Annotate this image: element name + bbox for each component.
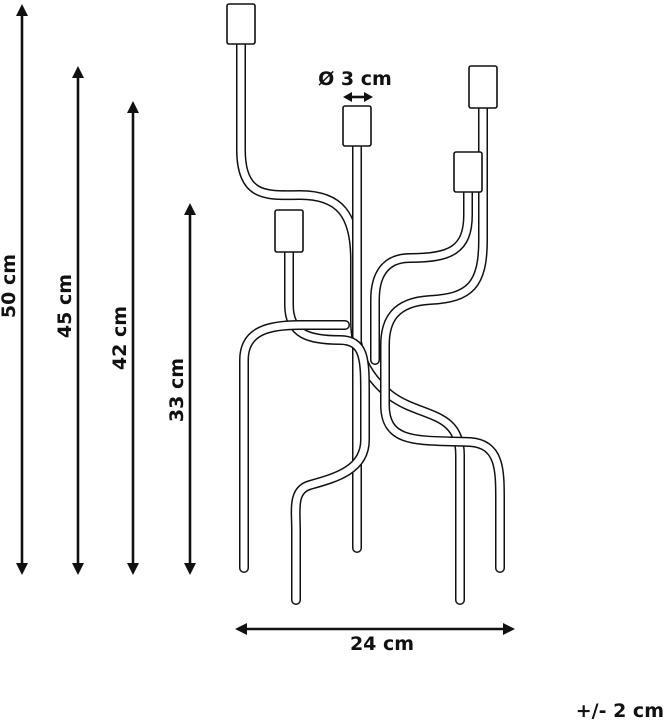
label-width: 24 cm bbox=[350, 633, 414, 655]
dimension-45cm: 45 cm bbox=[54, 66, 84, 575]
label-height-42: 42 cm bbox=[109, 306, 131, 370]
dimension-diameter: Ø 3 cm bbox=[318, 68, 392, 102]
label-height-33: 33 cm bbox=[166, 358, 188, 422]
dimension-33cm: 33 cm bbox=[166, 203, 196, 575]
label-diameter: Ø 3 cm bbox=[318, 68, 392, 90]
dimension-42cm: 42 cm bbox=[109, 101, 139, 575]
candle-cup-right-tall bbox=[468, 65, 498, 109]
label-height-50: 50 cm bbox=[0, 254, 20, 318]
dimension-width: 24 cm bbox=[235, 623, 515, 655]
candle-cup-shortest bbox=[274, 209, 304, 253]
candle-cup-center bbox=[342, 105, 372, 147]
label-tolerance: +/- 2 cm bbox=[576, 700, 664, 720]
candle-cup-right-mid bbox=[453, 151, 483, 193]
candle-holder bbox=[226, 3, 505, 605]
label-height-45: 45 cm bbox=[54, 274, 76, 338]
dimension-50cm: 50 cm bbox=[0, 4, 28, 575]
candle-cup-tallest bbox=[226, 3, 256, 45]
